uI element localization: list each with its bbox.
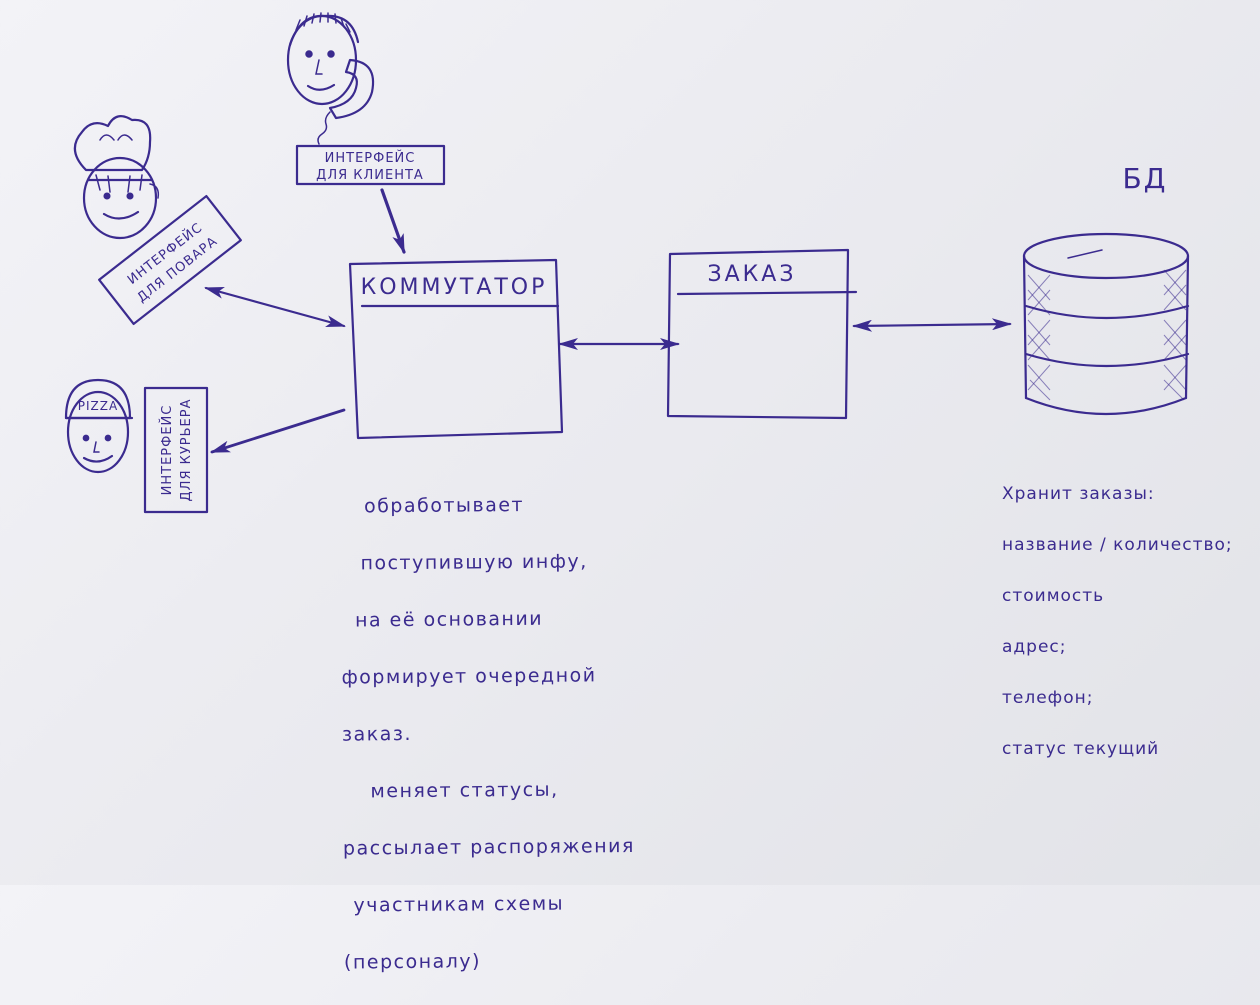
courier-interface-label: ИНТЕРФЕЙС ДЛЯ КУРЬЕРА [143, 386, 209, 514]
db-title: БД [1122, 162, 1167, 195]
courier-person-icon: PIZZA [64, 378, 134, 474]
switch-note: обработывает поступившую инфу, на её осн… [340, 460, 705, 1005]
order-box-title: ЗАКАЗ [708, 262, 797, 287]
database-cylinder-icon [1022, 232, 1190, 416]
cook-interface-label: ИНТЕРФЕЙС ДЛЯ ПОВАРА [98, 194, 242, 326]
switch-note-line: рассылает распоряжения [342, 834, 635, 860]
diagram-canvas: ИНТЕРФЕЙС ДЛЯ КЛИЕНТА ИНТЕРФЕЙС ДЛЯ ПОВА… [64, 12, 1190, 514]
switch-note-line: заказ. [341, 722, 413, 746]
db-note-line: адрес; [1002, 636, 1067, 657]
switch-note-line: поступившую инфу, [360, 549, 588, 574]
client-person-icon [286, 12, 375, 145]
courier-interface-line-2: ДЛЯ КУРЬЕРА [179, 399, 194, 502]
switch-box-title: КОММУТАТОР [361, 275, 548, 300]
db-note-line: статус текущий [1002, 738, 1160, 759]
client-interface-line-2: ДЛЯ КЛИЕНТА [316, 168, 424, 183]
db-note-line: название / количество; [1002, 534, 1233, 555]
order-box: ЗАКАЗ [666, 248, 858, 420]
cook-person-icon [73, 115, 160, 240]
client-interface-line-1: ИНТЕРФЕЙС [325, 150, 416, 166]
arrow-cook-switch [204, 286, 346, 328]
arrow-order-db [852, 318, 1012, 332]
switch-box: КОММУТАТОР [348, 258, 564, 440]
switch-note-line: (персоналу) [343, 949, 482, 974]
db-note-line: Хранит заказы: [1002, 483, 1155, 504]
db-note-line: телефон; [1002, 687, 1094, 708]
switch-note-line: на её основании [354, 607, 544, 631]
arrow-switch-to-courier [210, 408, 346, 454]
courier-cap-text: PIZZA [78, 399, 118, 413]
client-interface-label: ИНТЕРФЕЙС ДЛЯ КЛИЕНТА [295, 144, 446, 186]
db-note-line: стоимость [1002, 585, 1105, 606]
courier-interface-line-1: ИНТЕРФЕЙС [159, 405, 175, 496]
switch-note-line: формирует очередной [341, 663, 597, 689]
switch-note-line: обработывает [363, 493, 525, 517]
switch-note-line: участникам схемы [353, 892, 565, 916]
arrow-client-to-switch [380, 188, 406, 254]
switch-note-line: меняет статусы, [370, 778, 559, 802]
db-note: Хранит заказы: название / количество; ст… [1002, 456, 1252, 788]
database-hatching [1027, 269, 1187, 401]
